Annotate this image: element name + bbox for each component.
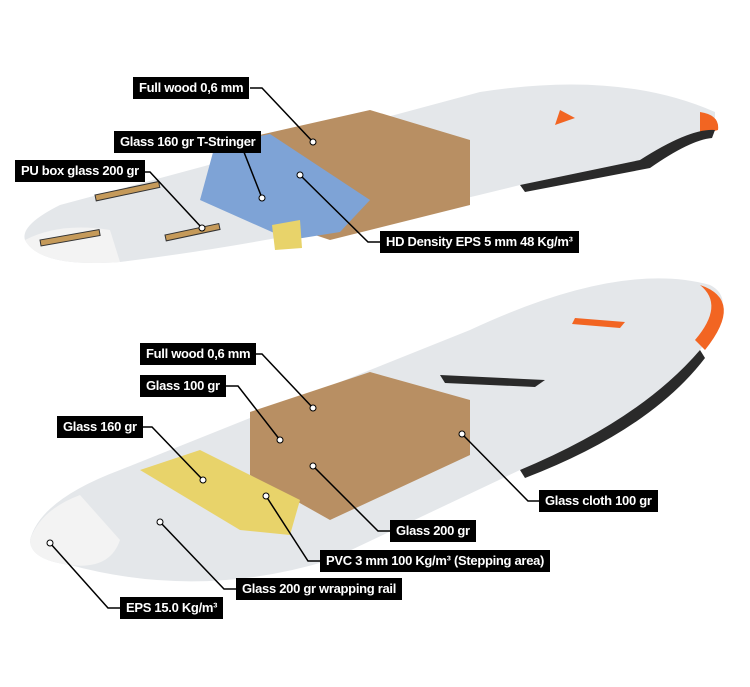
- label-full-wood-top: Full wood 0,6 mm: [133, 77, 250, 99]
- leader-dots: [46, 138, 466, 547]
- label-glass-200-wrapping-rail: Glass 200 gr wrapping rail: [236, 578, 403, 600]
- label-eps-core: EPS 15.0 Kg/m³: [120, 597, 224, 619]
- label-glass-cloth-100: Glass cloth 100 gr: [539, 490, 658, 512]
- label-full-wood-bottom: Full wood 0,6 mm: [140, 343, 257, 365]
- label-hd-density-eps: HD Density EPS 5 mm 48 Kg/m³: [380, 231, 579, 253]
- label-glass-160: Glass 160 gr: [57, 416, 143, 438]
- label-glass-200: Glass 200 gr: [390, 520, 476, 542]
- blue-stringer-layer: [200, 134, 370, 240]
- leader-lines: [49, 87, 539, 609]
- label-glass-160-t-stringer: Glass 160 gr T-Stringer: [114, 131, 262, 153]
- wood-layer: [250, 372, 470, 520]
- pvc-layer: [140, 450, 300, 535]
- top-board: [24, 84, 719, 264]
- label-pvc-stepping: PVC 3 mm 100 Kg/m³ (Stepping area): [320, 550, 551, 572]
- bottom-board: [30, 278, 724, 582]
- label-glass-100: Glass 100 gr: [140, 375, 226, 397]
- label-pu-box-glass: PU box glass 200 gr: [15, 160, 145, 182]
